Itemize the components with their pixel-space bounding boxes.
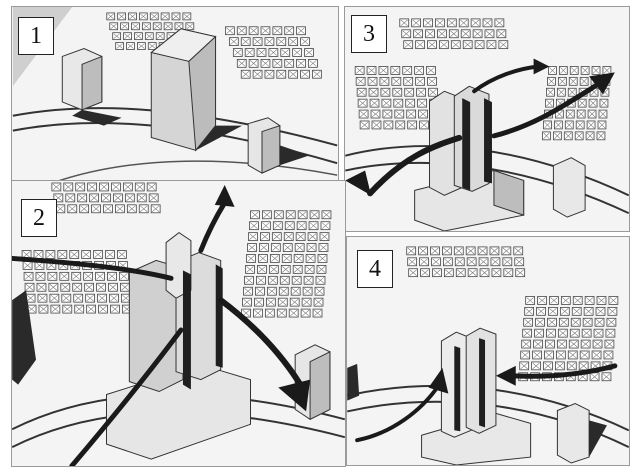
panel-2-drawing xyxy=(12,181,345,466)
panel-2: 2 xyxy=(11,180,346,467)
building-blocks xyxy=(407,247,618,381)
tower-icon xyxy=(248,118,309,173)
tower-icon xyxy=(129,233,222,392)
panel-number-3: 3 xyxy=(351,15,387,53)
panel-1: 1 xyxy=(11,6,339,184)
panel-4: 4 xyxy=(346,236,630,466)
tower-icon xyxy=(62,49,121,126)
panel-1-drawing xyxy=(12,7,338,183)
panel-number-4: 4 xyxy=(357,250,393,288)
panel-number-1: 1 xyxy=(18,17,54,55)
panel-3-drawing xyxy=(345,7,629,231)
tower-icon xyxy=(151,29,242,151)
panel-3: 3 xyxy=(344,6,630,232)
tower-icon xyxy=(430,86,492,195)
panel-number-2: 2 xyxy=(21,199,57,237)
tower-icon xyxy=(441,328,496,437)
